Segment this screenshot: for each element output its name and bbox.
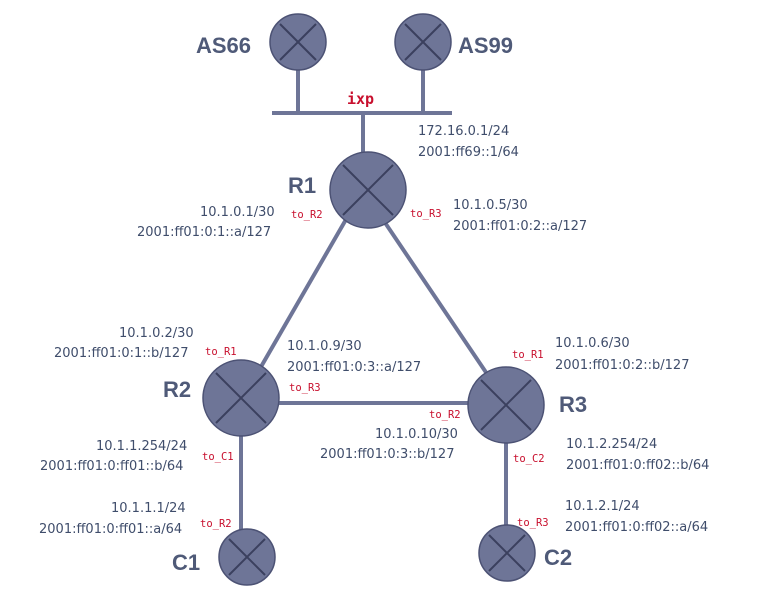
c1-to-r2-ipv6: 2001:ff01:0:ff01::a/64 <box>39 522 182 537</box>
r2-to-r3-ipv6: 2001:ff01:0:3::a/127 <box>287 360 421 375</box>
ixp-label: ixp <box>347 90 374 108</box>
node-label-as99: AS99 <box>458 33 513 58</box>
c2-to-r3-ipv6: 2001:ff01:0:ff02::a/64 <box>565 520 708 535</box>
router-as66[interactable] <box>269 13 327 71</box>
r1-to-r2-ipv4: 10.1.0.1/30 <box>200 205 275 220</box>
node-label-as66: AS66 <box>196 33 251 58</box>
router-as99[interactable] <box>394 13 452 71</box>
r1-ixp-ipv6: 2001:ff69::1/64 <box>418 145 519 160</box>
r2-to-r3-ipv4: 10.1.0.9/30 <box>287 339 362 354</box>
c1-to-r2-ipv4: 10.1.1.1/24 <box>111 501 186 516</box>
r1-iface-to-r2: to_R2 <box>291 209 323 221</box>
r2-iface-to-c1: to_C1 <box>202 451 234 463</box>
r3-iface-to-c2: to_C2 <box>513 453 545 465</box>
r3-to-r1-ipv4: 10.1.0.6/30 <box>555 336 630 351</box>
r1-iface-to-r3: to_R3 <box>410 208 442 220</box>
router-c2[interactable] <box>478 524 536 582</box>
r1-to-r3-ipv6: 2001:ff01:0:2::a/127 <box>453 219 587 234</box>
r2-to-c1-ipv4: 10.1.1.254/24 <box>96 439 187 454</box>
r2-iface-to-r1: to_R1 <box>205 346 237 358</box>
node-label-r1: R1 <box>288 173 316 198</box>
r3-to-c2-ipv4: 10.1.2.254/24 <box>566 437 657 452</box>
r2-to-c1-ipv6: 2001:ff01:0:ff01::b/64 <box>40 459 183 474</box>
router-r3[interactable] <box>467 366 545 444</box>
node-label-c2: C2 <box>544 545 572 570</box>
r3-iface-to-r2: to_R2 <box>429 409 461 421</box>
router-c1[interactable] <box>218 528 276 586</box>
node-label-r3: R3 <box>559 392 587 417</box>
r1-to-r2-ipv6: 2001:ff01:0:1::a/127 <box>137 225 271 240</box>
router-r2[interactable] <box>202 359 280 437</box>
link-r1-r3 <box>361 188 510 407</box>
links <box>239 68 510 555</box>
router-r1[interactable] <box>329 151 407 229</box>
r1-ixp-ipv4: 172.16.0.1/24 <box>418 124 509 139</box>
r3-to-r2-ipv6: 2001:ff01:0:3::b/127 <box>320 447 454 462</box>
c2-iface-to-r3: to_R3 <box>517 517 549 529</box>
r3-to-c2-ipv6: 2001:ff01:0:ff02::b/64 <box>566 458 709 473</box>
r2-iface-to-r3: to_R3 <box>289 382 321 394</box>
c2-to-r3-ipv4: 10.1.2.1/24 <box>565 499 640 514</box>
r3-to-r2-ipv4: 10.1.0.10/30 <box>375 427 458 442</box>
r2-to-r1-ipv4: 10.1.0.2/30 <box>119 326 194 341</box>
link-r1-r2 <box>241 189 365 399</box>
node-label-c1: C1 <box>172 550 200 575</box>
c1-iface-to-r2: to_R2 <box>200 518 232 530</box>
r2-to-r1-ipv6: 2001:ff01:0:1::b/127 <box>54 346 188 361</box>
r3-iface-to-r1: to_R1 <box>512 349 544 361</box>
node-label-r2: R2 <box>163 377 191 402</box>
r3-to-r1-ipv6: 2001:ff01:0:2::b/127 <box>555 358 689 373</box>
r1-to-r3-ipv4: 10.1.0.5/30 <box>453 198 528 213</box>
